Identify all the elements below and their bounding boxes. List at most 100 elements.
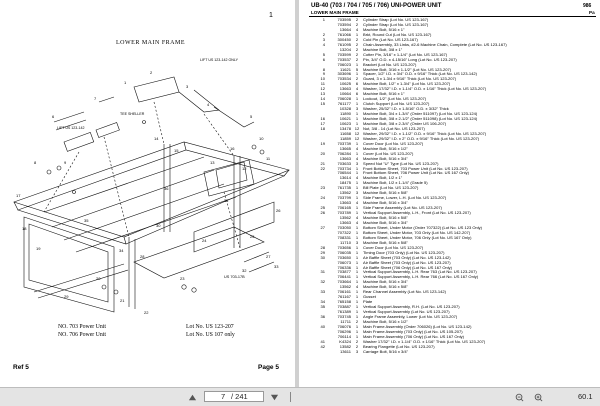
ref-number: 36 xyxy=(320,315,325,319)
ref-number: 23 xyxy=(320,186,325,191)
svg-text:6: 6 xyxy=(52,114,55,119)
svg-text:31: 31 xyxy=(224,198,229,203)
quantity: 1 xyxy=(355,166,359,171)
description: Vertical Support Assembly, L.H., Front (… xyxy=(363,211,471,216)
svg-text:18: 18 xyxy=(22,226,27,231)
quantity: 4 xyxy=(355,220,359,225)
zoom-in-button[interactable] xyxy=(532,391,544,403)
svg-text:1: 1 xyxy=(124,80,127,85)
ref-number: 15 xyxy=(320,102,325,107)
ref-number: 28 xyxy=(320,245,325,250)
quantity: 3 xyxy=(355,161,359,166)
description: Machine Bolt, 1/2" x 1-3/4" (Lot No. US … xyxy=(363,82,451,87)
right-page: UB-40 (703 / 704 / 705 / 706) UNI-POWER … xyxy=(299,0,600,388)
description: Machine Bolt, 3/8 x 1" xyxy=(363,47,403,52)
description: Machine Bolt, 5/16 x 3/4" xyxy=(363,201,408,206)
part-number: 13664 xyxy=(339,27,351,32)
quantity: 2 xyxy=(355,339,359,344)
description: Main Frame Assembly (703 Only) (Lot No. … xyxy=(363,329,463,334)
description: Machine Bolt, 5/16 x 5/8" xyxy=(363,285,408,290)
next-page-button[interactable] xyxy=(268,391,280,403)
part-number: 18475 xyxy=(339,181,351,186)
description: Bearing Flangette (Lot No. US 123-207) xyxy=(363,344,435,349)
quantity: 1 xyxy=(355,270,359,275)
quantity: 1 xyxy=(355,334,359,339)
description: Machine Bolt, 5/16 x 3/4" xyxy=(363,220,408,225)
part-number: 706161 xyxy=(337,290,351,295)
ref-number: 4 xyxy=(322,42,325,47)
quantity: 3 xyxy=(355,191,359,196)
description: Timing Door (703 Only) (Lot No. US 123-2… xyxy=(363,250,445,255)
description: Bill Plate (Lot No. US 123-207) xyxy=(363,186,419,191)
quantity: 1 xyxy=(355,280,359,285)
svg-text:20: 20 xyxy=(96,276,101,281)
quantity: 1 xyxy=(355,211,359,216)
part-number: 706023 xyxy=(337,62,351,67)
part-number: 706165 xyxy=(337,206,351,211)
part-number: 706296 xyxy=(337,329,351,334)
diagram-label-figure-code: US 703-17B xyxy=(224,275,245,279)
description: Machine Bolt, 1/2 x 1" xyxy=(363,176,403,181)
part-number: 703595 xyxy=(337,18,351,22)
quantity: 1 xyxy=(355,181,359,186)
description: Washer, 29/32" I.D. x 2" O.D. x 9/16" Th… xyxy=(363,136,480,141)
description: Vertical Support Assembly (Lot No. US 12… xyxy=(363,310,450,315)
svg-text:25: 25 xyxy=(250,234,255,239)
part-number: 706284 xyxy=(337,151,351,156)
svg-text:34: 34 xyxy=(119,248,124,253)
description: Washer, 25/32" I.D. x 1-5/16" O.D. x 3/3… xyxy=(363,107,449,112)
description: Guard, 3 x 1-3/4 x 9/16" Thick (Lot No. … xyxy=(363,77,457,82)
ref-number: 13 xyxy=(320,92,325,97)
separator-icon xyxy=(289,392,291,402)
quantity: 1 xyxy=(355,196,359,201)
part-number: 11859 xyxy=(340,136,351,141)
description: Plate xyxy=(363,300,373,305)
quantity: 1 xyxy=(355,171,359,176)
quantity: 1 xyxy=(355,324,359,329)
ref-number: 3 xyxy=(322,37,325,42)
page-number-field[interactable]: 7 / 241 xyxy=(204,391,264,402)
part-number: 10623 xyxy=(339,121,351,126)
quantity: 1 xyxy=(355,186,359,191)
part-number: 706114 xyxy=(337,334,351,339)
zoom-out-button[interactable] xyxy=(513,391,525,403)
quantity: 1 xyxy=(355,275,359,280)
description: Bracket (Lot No. US 123-207) xyxy=(363,62,417,67)
prev-page-button[interactable] xyxy=(186,391,198,403)
quantity: 3 xyxy=(355,240,359,245)
description: Main Frame Assembly (Order 706026) (Lot … xyxy=(363,324,472,329)
diagram-title: LOWER MAIN FRAME xyxy=(116,40,185,46)
quantity: 5 xyxy=(355,67,359,72)
footer-page: Page 5 xyxy=(258,364,279,371)
quantity: 12 xyxy=(354,131,360,136)
ref-number: 42 xyxy=(320,344,325,349)
ref-number: 16 xyxy=(320,117,325,121)
description: Cold Pin (Lot No. US 123-167) xyxy=(363,37,418,42)
quantity: 1 xyxy=(355,315,359,319)
quantity: 4 xyxy=(355,87,359,92)
quantity: 4 xyxy=(355,216,359,220)
part-number: 765158 xyxy=(337,300,351,305)
description: Machine Bolt, 5/16 x 5/8" xyxy=(363,240,408,245)
description: Machine Bolt, 5/16 x 1" xyxy=(363,92,405,97)
page-menu-button[interactable] xyxy=(285,391,295,403)
quantity: 6 xyxy=(355,82,359,87)
